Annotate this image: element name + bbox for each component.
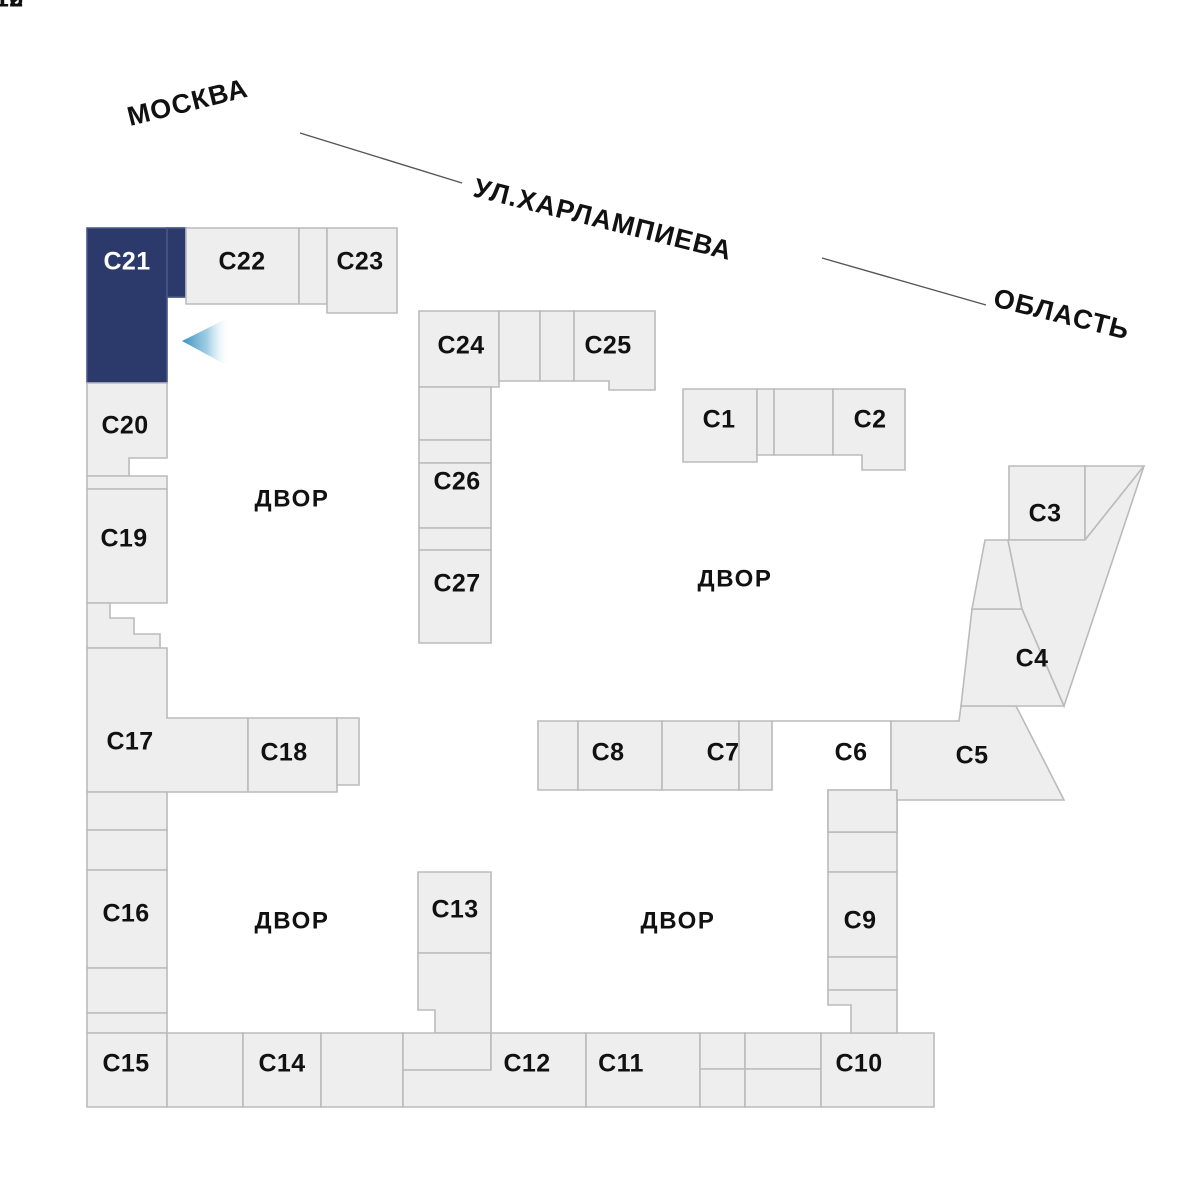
unit-label-C22: C22 xyxy=(218,248,265,276)
unit-label-C11: C11 xyxy=(598,1050,644,1078)
building-block-C26a[interactable] xyxy=(418,386,492,441)
building-block-C9b[interactable] xyxy=(827,956,898,991)
building-block-C11c[interactable] xyxy=(699,1068,746,1108)
building-block-C6fill[interactable] xyxy=(827,789,898,833)
building-block-C23[interactable] xyxy=(326,227,398,314)
unit-label-C21: C21 xyxy=(103,248,150,276)
unit-label-C16: C16 xyxy=(0,0,24,13)
building-block-C1[interactable] xyxy=(682,388,758,463)
building-block-C9top[interactable] xyxy=(827,831,898,873)
building-block-C21b[interactable] xyxy=(166,227,187,298)
unit-labels: C21C22C23C20C19C17C18C16C16C15C14C13C12C… xyxy=(0,0,1061,1078)
unit-label-C18: C18 xyxy=(260,739,307,767)
unit-label-C23: C23 xyxy=(336,248,383,276)
building-block-C26pre[interactable] xyxy=(418,439,492,464)
building-block-C16c[interactable] xyxy=(86,1012,168,1034)
building-block-C20b[interactable] xyxy=(86,475,168,490)
building-block-C22b[interactable] xyxy=(298,227,328,305)
building-block-C26b[interactable] xyxy=(418,527,492,551)
building-block-C25pre[interactable] xyxy=(539,310,575,382)
building-block-C11b[interactable] xyxy=(699,1032,746,1070)
road-leader-line xyxy=(299,132,463,184)
unit-label-C2: C2 xyxy=(854,406,887,434)
building-block-C25[interactable] xyxy=(573,310,656,391)
unit-label-C27: C27 xyxy=(433,570,480,598)
unit-label-C20: C20 xyxy=(101,412,148,440)
building-block-C10pre[interactable] xyxy=(744,1032,822,1070)
road-label-oblast: ОБЛАСТЬ xyxy=(991,283,1133,346)
yard-label-yard-nw: ДВОР xyxy=(255,485,330,512)
road-leader-line xyxy=(821,257,987,306)
building-block-C8a[interactable] xyxy=(537,720,579,791)
building-block-C3c[interactable] xyxy=(1007,465,1145,709)
building-block-C19[interactable] xyxy=(86,488,168,604)
road-label-moskva: МОСКВА xyxy=(124,73,251,132)
building-block-C2[interactable] xyxy=(832,388,906,471)
building-block-C9c[interactable] xyxy=(827,989,898,1034)
building-block-C10preb[interactable] xyxy=(744,1068,822,1108)
building-block-C15b[interactable] xyxy=(166,1032,244,1108)
building-block-C14b[interactable] xyxy=(320,1032,404,1108)
yard-label-yard-se: ДВОР xyxy=(641,907,716,934)
unit-label-C7: C7 xyxy=(707,739,740,767)
building-block-C17[interactable] xyxy=(86,647,249,793)
building-block-C18b[interactable] xyxy=(336,717,360,786)
unit-label-C14: C14 xyxy=(258,1050,305,1078)
building-block-C19b[interactable] xyxy=(86,602,161,649)
unit-label-C25: C25 xyxy=(584,332,631,360)
building-block-C13b[interactable] xyxy=(417,952,492,1034)
road-leader-lines xyxy=(299,132,987,306)
unit-label-C12: C12 xyxy=(0,0,24,13)
unit-label-C16main: C16 xyxy=(102,900,149,928)
unit-label-C10: C10 xyxy=(835,1050,882,1078)
unit-label-C24: C24 xyxy=(437,332,484,360)
unit-label-C8: C8 xyxy=(592,739,625,767)
building-block-C12[interactable] xyxy=(402,1032,492,1071)
unit-label-C1: C1 xyxy=(703,406,736,434)
building-shapes xyxy=(86,227,1146,1108)
yard-label-yard-ne: ДВОР xyxy=(698,565,773,592)
building-block-C16[interactable] xyxy=(86,829,168,871)
building-block-C24b[interactable] xyxy=(498,310,541,382)
unit-label-C26: C26 xyxy=(433,468,480,496)
building-block-C17b[interactable] xyxy=(86,791,168,831)
unit-label-C5: C5 xyxy=(956,742,989,770)
unit-label-C4: C4 xyxy=(1016,645,1049,673)
building-block-C27[interactable] xyxy=(418,549,492,644)
building-block-C2pre[interactable] xyxy=(773,388,834,456)
building-block-C1b[interactable] xyxy=(756,388,775,456)
unit-label-C9: C9 xyxy=(844,907,877,935)
unit-label-C13: C13 xyxy=(431,896,478,924)
unit-label-C3: C3 xyxy=(1029,500,1062,528)
building-block-C7b[interactable] xyxy=(738,720,773,791)
building-block-C18[interactable] xyxy=(247,717,338,793)
unit-label-C6: C6 xyxy=(835,739,868,767)
building-block-C16b[interactable] xyxy=(86,967,168,1014)
unit-label-C15: C15 xyxy=(102,1050,149,1078)
yard-label-yard-sw: ДВОР xyxy=(255,907,330,934)
unit-label-C17: C17 xyxy=(106,728,153,756)
location-arrow-icon xyxy=(182,318,228,366)
building-block-C5[interactable] xyxy=(890,705,1066,801)
unit-label-C12main: C12 xyxy=(503,1050,550,1078)
building-block-C24[interactable] xyxy=(418,310,500,388)
road-label-street: УЛ.ХАРЛАМПИЕВА xyxy=(471,173,736,266)
yard-labels: ДВОР ДВОР ДВОР ДВОР xyxy=(255,485,773,934)
unit-label-C19: C19 xyxy=(100,525,147,553)
